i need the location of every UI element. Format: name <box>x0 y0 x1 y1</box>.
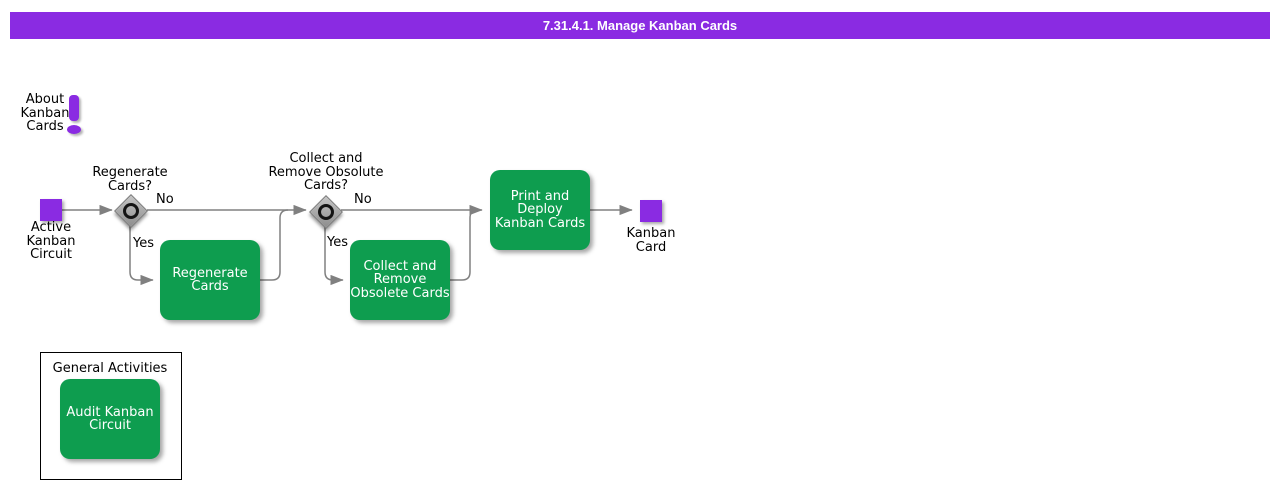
gateway-regenerate-question: Regenerate Cards? <box>92 165 168 194</box>
exclamation-icon <box>30 45 81 134</box>
gateway-collect-diamond <box>309 195 343 229</box>
gateway-ring-icon <box>119 199 143 223</box>
task-print-deploy-kanban-cards[interactable]: Print and Deploy Kanban Cards <box>490 170 590 250</box>
about-label: About Kanban Cards <box>20 92 70 134</box>
gateway-collect-no-label: No <box>354 192 372 207</box>
about-link[interactable] <box>30 45 81 134</box>
gateway-regenerate-yes-label: Yes <box>133 236 154 251</box>
gateway-collect-question: Collect and Remove Obsolute Cards? <box>268 151 384 193</box>
connector-gateway1-yes <box>129 226 154 286</box>
connector-collect-return <box>450 209 479 281</box>
gateway-collect-yes-label: Yes <box>327 235 348 250</box>
exclamation-bar <box>69 95 79 121</box>
start-event-square <box>40 199 62 221</box>
end-event-square <box>640 200 662 222</box>
gateway-regenerate-no-label: No <box>156 192 174 207</box>
gateway-regenerate-diamond <box>114 194 148 228</box>
task-collect-remove-obsolete-cards[interactable]: Collect and Remove Obsolete Cards <box>350 240 450 320</box>
title-bar: 7.31.4.1. Manage Kanban Cards <box>10 12 1270 39</box>
exclamation-dot <box>67 125 81 134</box>
start-event-label: Active Kanban Circuit <box>26 220 76 262</box>
general-activities-title: General Activities <box>52 361 168 376</box>
page-title: 7.31.4.1. Manage Kanban Cards <box>542 18 738 33</box>
gateway-ring-icon <box>314 200 338 224</box>
end-event-label: Kanban Card <box>626 226 676 255</box>
task-audit-kanban-circuit[interactable]: Audit Kanban Circuit <box>60 379 160 459</box>
task-regenerate-cards[interactable]: Regenerate Cards <box>160 240 260 320</box>
connector-regenerate-return <box>260 209 289 281</box>
